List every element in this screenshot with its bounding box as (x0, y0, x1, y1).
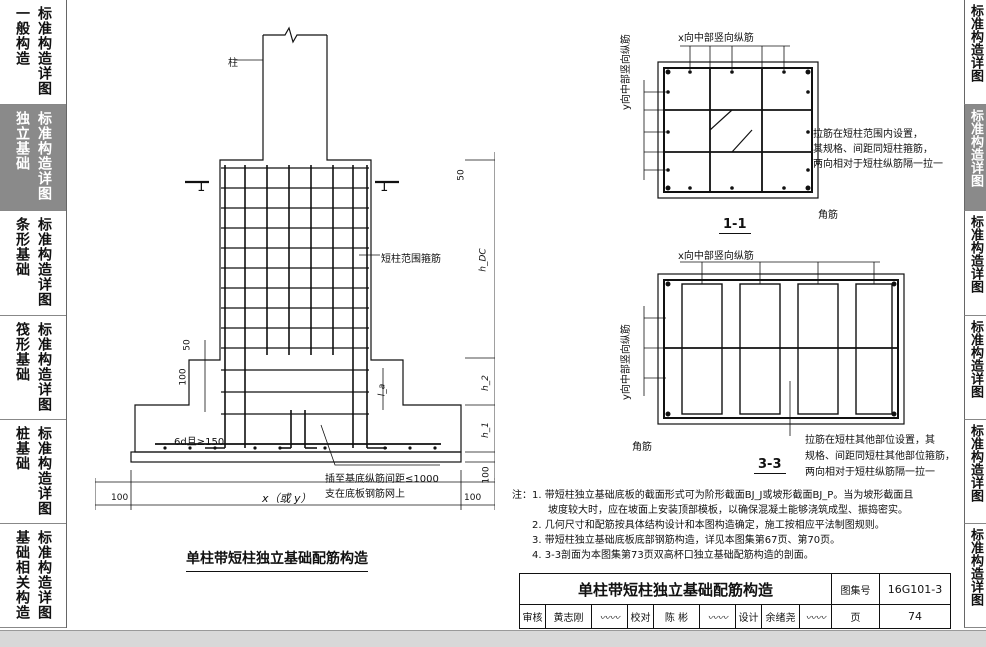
title-block-check-signature: 〰〰 (700, 604, 736, 628)
dim-100-b: 100 (464, 493, 482, 503)
title-block-page-label: 页 (832, 604, 880, 628)
label-insert-2: 支在底板钢筋网上 (325, 489, 405, 500)
s11-note-2: 其规格、间距同短柱箍筋， (813, 144, 933, 155)
right-tab-1[interactable]: 标准构造详图 (964, 0, 986, 105)
note-line: 4. 3-3剖面为本图集第73页双高杯口独立基础配筋构造的剖面。 (532, 550, 814, 561)
dim-h2: h_2 (480, 375, 491, 391)
section-3-3-drawing (643, 261, 905, 436)
title-block-page-no: 74 (908, 609, 922, 623)
left-tab-pile-foundation[interactable]: 桩基础 标准构造详图 (0, 420, 66, 524)
s33-label-corner: 角筋 (632, 442, 652, 453)
right-tab-6[interactable]: 标准构造详图 (964, 524, 986, 628)
left-tab-subtitle: 标准构造详图 (36, 530, 52, 620)
s11-label-x: x向中部竖向纵筋 (678, 33, 754, 44)
right-tab-label: 标准构造详图 (968, 215, 983, 293)
left-tab-subtitle: 标准构造详图 (36, 217, 52, 307)
dim-100-bottom: 100 (481, 466, 492, 484)
title-block-atlas-no: 16G101-3 (887, 582, 943, 596)
title-block-review-signature: 〰〰 (592, 604, 628, 628)
s33-note-2: 规格、间距同短柱其他部位箍筋， (805, 451, 955, 462)
notes-block: 注：1. 带短柱独立基础底板的截面形式可为阶形截面BJ_J或坡形截面BJ_P。当… (512, 488, 942, 563)
note-line: 坡度较大时，应在坡面上安装顶部模板，以确保混凝土能够浇筑成型、振捣密实。 (548, 505, 908, 516)
left-tab-raft-foundation[interactable]: 筏形基础 标准构造详图 (0, 316, 66, 420)
dim-100-left: 100 (178, 368, 189, 386)
s33-note-1: 拉筋在短柱其他部位设置，其 (805, 435, 935, 446)
right-tab-5[interactable]: 标准构造详图 (964, 420, 986, 524)
left-tab-strip-foundation[interactable]: 条形基础 标准构造详图 (0, 211, 66, 316)
note-line: 注：1. 带短柱独立基础底板的截面形式可为阶形截面BJ_J或坡形截面BJ_P。当… (512, 490, 914, 501)
s11-caption: 1-1 (719, 217, 751, 234)
section-1-1-drawing (643, 45, 819, 199)
elevation-caption: 单柱带短柱独立基础配筋构造 (186, 548, 368, 572)
title-block-reviewer: 黄志刚 (546, 604, 592, 628)
left-tab-title: 筏形基础 (14, 322, 30, 382)
right-tab-3[interactable]: 标准构造详图 (964, 211, 986, 316)
elevation-drawing (95, 26, 495, 510)
dim-100-a: 100 (111, 493, 129, 503)
label-insert-1: 插至基底纵筋间距≤1000 (325, 474, 439, 485)
left-nav: 一般构造 标准构造详图 独立基础 标准构造详图 条形基础 标准构造详图 筏形基础… (0, 0, 67, 628)
title-block-title: 单柱带短柱独立基础配筋构造 (520, 574, 832, 604)
left-tab-title: 一般构造 (14, 6, 30, 66)
title-block-design-label: 设计 (736, 604, 762, 628)
left-tab-subtitle: 标准构造详图 (36, 322, 52, 412)
title-block: 单柱带短柱独立基础配筋构造 图集号 16G101-3 审核 黄志刚 〰〰 校对 … (519, 573, 951, 629)
title-block-review-label: 审核 (520, 604, 546, 628)
title-block-designer: 余绪尧 (762, 604, 800, 628)
left-tab-isolated-foundation[interactable]: 独立基础 标准构造详图 (0, 105, 66, 211)
title-block-atlas-label: 图集号 (832, 574, 880, 604)
left-tab-title: 独立基础 (14, 111, 30, 171)
dim-la: l_a (377, 383, 388, 397)
dim-h-dc: h_DC (478, 248, 489, 272)
dim-h1: h_1 (480, 422, 491, 438)
s11-note-3: 两向相对于短柱纵筋隔一拉一 (813, 159, 943, 170)
label-column: 柱 (228, 58, 238, 69)
left-tab-title: 基础相关构造 (14, 530, 30, 620)
left-tab-general[interactable]: 一般构造 标准构造详图 (0, 0, 66, 105)
bottom-strip (0, 630, 986, 647)
note-line: 2. 几何尺寸和配筋按具体结构设计和本图构造确定，施工按相应平法制图规则。 (532, 520, 885, 531)
left-tab-subtitle: 标准构造详图 (36, 426, 52, 516)
left-tab-title: 桩基础 (14, 426, 30, 471)
right-tab-label: 标准构造详图 (968, 109, 983, 187)
s33-label-y: y向中部竖向纵筋 (621, 324, 632, 400)
title-block-check-label: 校对 (628, 604, 654, 628)
note-line: 3. 带短柱独立基础底板底部钢筋构造，详见本图集第67页、第70页。 (532, 535, 841, 546)
left-tab-title: 条形基础 (14, 217, 30, 277)
section-mark-left: 1 (197, 180, 206, 195)
dim-50-top: 50 (456, 169, 467, 181)
s33-label-x: x向中部竖向纵筋 (678, 251, 754, 262)
s11-label-corner: 角筋 (818, 210, 838, 221)
right-tab-label: 标准构造详图 (968, 320, 983, 398)
left-tab-subtitle: 标准构造详图 (36, 111, 52, 201)
s33-caption: 3-3 (754, 457, 786, 474)
right-tab-label: 标准构造详图 (968, 424, 983, 502)
section-mark-right: 1 (380, 180, 389, 195)
right-nav: 标准构造详图 标准构造详图 标准构造详图 标准构造详图 标准构造详图 标准构造详… (964, 0, 986, 628)
s11-label-y: y向中部竖向纵筋 (621, 34, 632, 110)
right-tab-2[interactable]: 标准构造详图 (964, 105, 986, 211)
right-tab-label: 标准构造详图 (968, 4, 983, 82)
label-short-column-stirrup: 短柱范围箍筋 (381, 254, 441, 265)
right-tab-label: 标准构造详图 (968, 528, 983, 606)
s33-note-3: 两向相对于短柱纵筋隔一拉一 (805, 467, 935, 478)
title-block-checker: 陈 彬 (654, 604, 700, 628)
label-6d-hook: 6d且≥150 (174, 437, 225, 448)
s11-note-1: 拉筋在短柱范围内设置， (813, 129, 923, 140)
right-tab-4[interactable]: 标准构造详图 (964, 316, 986, 420)
dim-x-or-y: x（或 y） (262, 492, 312, 505)
left-tab-subtitle: 标准构造详图 (36, 6, 52, 96)
left-tab-related-details[interactable]: 基础相关构造 标准构造详图 (0, 524, 66, 628)
dim-50-left: 50 (182, 339, 193, 351)
title-block-design-signature: 〰〰 (800, 604, 832, 628)
